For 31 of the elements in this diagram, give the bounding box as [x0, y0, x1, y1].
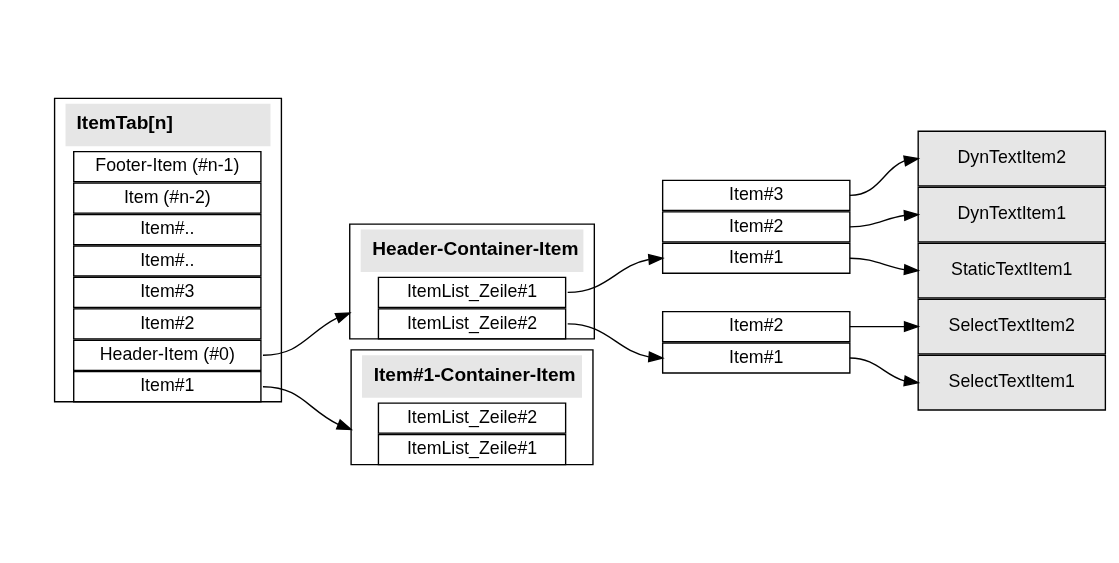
node-box: ItemList_Zeile#2: [377, 308, 567, 340]
node-box: Item#1: [661, 242, 851, 274]
node-box: StaticTextItem1: [917, 242, 1107, 299]
node-box: ItemList_Zeile#1: [377, 276, 567, 309]
arrow: [567, 323, 665, 363]
node-box: Item#3: [661, 179, 851, 212]
arrow: [262, 312, 352, 356]
node-box: Header-Item (#0): [73, 339, 262, 371]
node-box: Item#2: [661, 310, 851, 343]
node-box: DynTextItem2: [917, 130, 1107, 187]
node-box: Item#2: [661, 211, 851, 243]
node-box: ItemList_Zeile#2: [377, 402, 567, 434]
node-box: ItemList_Zeile#1: [377, 433, 567, 466]
arrow: [262, 386, 354, 431]
node-box: Item#1: [73, 371, 262, 403]
arrow: [567, 253, 665, 294]
arrow: [849, 155, 921, 197]
node-box: DynTextItem1: [917, 186, 1107, 243]
arrow: [849, 209, 921, 228]
node-box: Item (#n-2): [73, 182, 262, 214]
node-box: Footer-Item (#n-1): [73, 151, 262, 183]
node-box: Item#2: [73, 308, 262, 340]
node-box: Item#..: [73, 213, 262, 246]
arrow: [849, 357, 921, 387]
node-box: Item#..: [73, 245, 262, 277]
node-box: SelectTextItem2: [917, 298, 1107, 355]
node-box: Item#3: [73, 276, 262, 309]
node-box: Item#1: [661, 342, 851, 374]
arrow: [849, 257, 921, 276]
arrow: [849, 320, 921, 333]
node-box: SelectTextItem1: [917, 354, 1107, 411]
